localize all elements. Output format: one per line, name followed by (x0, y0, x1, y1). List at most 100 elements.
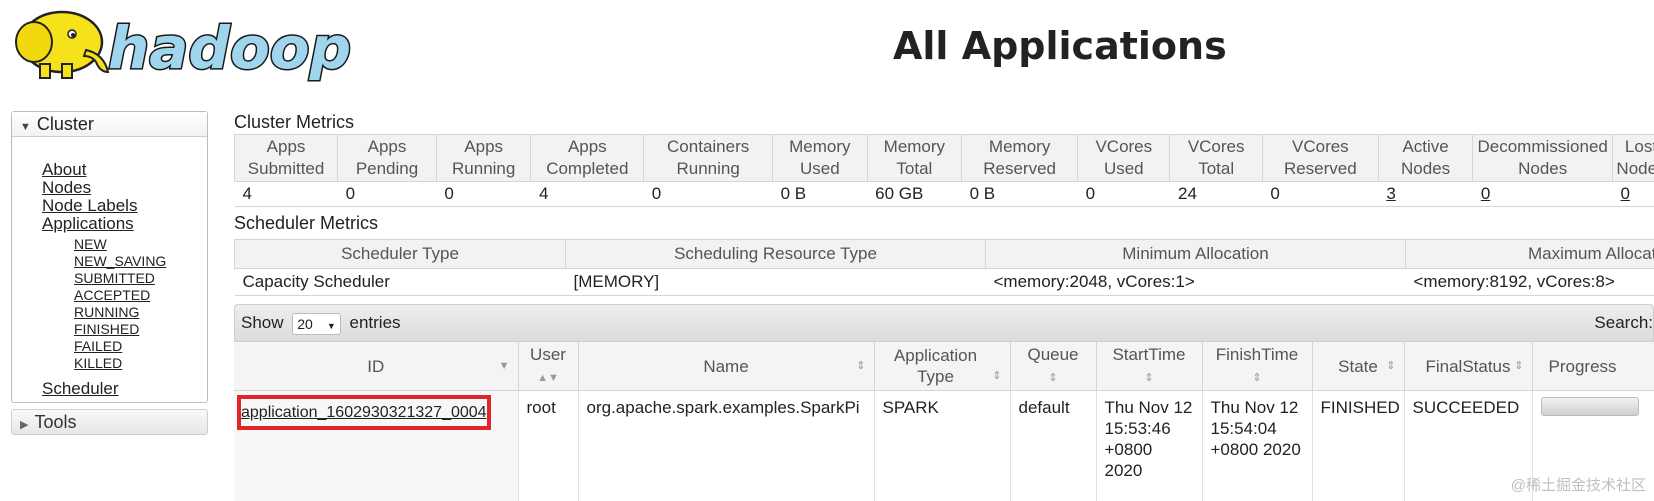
th-queue-label: Queue (1027, 345, 1078, 364)
th-user-label: User (530, 345, 566, 364)
td-vcores-total: 24 (1170, 182, 1262, 207)
th-name-label: Name (703, 357, 748, 376)
th-minimum-allocation: Minimum Allocation (986, 240, 1406, 269)
td-scheduling-resource-type: [MEMORY] (566, 269, 986, 296)
sidebar-state-failed[interactable]: FAILED (74, 338, 122, 355)
th-id[interactable]: ID ▼ (234, 342, 518, 391)
cluster-metrics-title: Cluster Metrics (234, 110, 1654, 134)
td-user: root (518, 391, 578, 501)
th-decommissioned-nodes: Decommissioned Nodes (1473, 135, 1613, 182)
sidebar: ▼Cluster About Nodes Node Labels Applica… (11, 111, 208, 435)
th-apps-running: Apps Running (436, 135, 531, 182)
th-id-label: ID (367, 357, 384, 376)
decommissioned-nodes-link[interactable]: 0 (1481, 184, 1490, 203)
th-apps-submitted: Apps Submitted (235, 135, 338, 182)
sidebar-state-running[interactable]: RUNNING (74, 304, 139, 321)
elephant-icon (16, 12, 108, 78)
th-name[interactable]: Name ⇕ (578, 342, 874, 391)
th-memory-total: Memory Total (867, 135, 962, 182)
tools-panel-header[interactable]: ▶Tools (11, 409, 208, 435)
th-starttime[interactable]: StartTime⇕ (1096, 342, 1202, 391)
applications-header-row: ID ▼ User▲▼ Name ⇕ Application Type⇕ Queue… (234, 342, 1654, 391)
triangle-right-icon: ▶ (20, 413, 28, 437)
sidebar-link-node-labels[interactable]: Node Labels (42, 196, 137, 215)
cluster-metrics-value-row: 4 0 0 4 0 0 B 60 GB 0 B 0 24 0 3 0 0 (235, 182, 1654, 207)
applications-table: ID ▼ User▲▼ Name ⇕ Application Type⇕ Queue… (234, 342, 1654, 501)
sort-icon: ⇕ (1514, 361, 1523, 371)
sort-icon: ⇕ (992, 371, 1001, 381)
logo-text: hadoop (108, 14, 351, 82)
sort-icon: ⇕ (1252, 372, 1261, 384)
td-lost-nodes: 0 (1612, 182, 1654, 207)
sort-icon: ⇕ (1048, 372, 1057, 384)
page-title: All Applications (893, 24, 1227, 68)
td-state: FINISHED (1312, 391, 1404, 501)
sort-icon: ⇕ (856, 361, 865, 371)
cluster-panel-header[interactable]: ▼Cluster (12, 112, 207, 137)
sidebar-link-applications[interactable]: Applications (42, 214, 134, 233)
th-progress[interactable]: Progress (1532, 342, 1654, 391)
th-maximum-allocation: Maximum Allocation (1406, 240, 1654, 269)
application-id-link[interactable]: application_1602930321327_0004 (237, 395, 491, 430)
td-decommissioned-nodes: 0 (1473, 182, 1613, 207)
th-vcores-reserved: VCores Reserved (1262, 135, 1378, 182)
th-containers-running: Containers Running (644, 135, 773, 182)
th-vcores-used: VCores Used (1078, 135, 1170, 182)
th-state-label: State (1338, 357, 1378, 376)
td-name: org.apache.spark.examples.SparkPi (578, 391, 874, 501)
main-content: Cluster Metrics Apps Submitted Apps Pend… (234, 110, 1654, 501)
sidebar-state-finished[interactable]: FINISHED (74, 321, 139, 338)
sort-desc-icon: ▼ (499, 361, 510, 371)
th-starttime-label: StartTime (1112, 345, 1185, 364)
sidebar-link-nodes[interactable]: Nodes (42, 178, 91, 197)
th-apps-pending: Apps Pending (338, 135, 437, 182)
th-finishtime[interactable]: FinishTime⇕ (1202, 342, 1312, 391)
td-id: application_1602930321327_0004 (234, 391, 518, 501)
td-apps-running: 0 (436, 182, 531, 207)
sidebar-state-killed[interactable]: KILLED (74, 355, 122, 372)
lost-nodes-link[interactable]: 0 (1620, 184, 1629, 203)
sidebar-link-about[interactable]: About (42, 160, 86, 179)
th-scheduler-type: Scheduler Type (235, 240, 566, 269)
sidebar-state-new[interactable]: NEW (74, 236, 107, 253)
scheduler-metrics-table: Scheduler Type Scheduling Resource Type … (234, 239, 1654, 296)
th-user[interactable]: User▲▼ (518, 342, 578, 391)
th-state[interactable]: State ⇕ (1312, 342, 1404, 391)
td-finishtime: Thu Nov 12 15:54:04 +0800 2020 (1202, 391, 1312, 501)
hadoop-logo: hadoop (10, 6, 355, 86)
sidebar-state-submitted[interactable]: SUBMITTED (74, 270, 155, 287)
td-apps-completed: 4 (531, 182, 644, 207)
th-lost-nodes: Lost Nodes (1612, 135, 1654, 182)
sidebar-state-accepted[interactable]: ACCEPTED (74, 287, 150, 304)
td-apps-pending: 0 (338, 182, 437, 207)
th-queue[interactable]: Queue ⇕ (1010, 342, 1096, 391)
th-apps-completed: Apps Completed (531, 135, 644, 182)
th-finalstatus-label: FinalStatus (1425, 357, 1510, 376)
sort-icon: ⇕ (1386, 361, 1395, 371)
td-queue: default (1010, 391, 1096, 501)
cluster-metrics-header-row: Apps Submitted Apps Pending Apps Running… (235, 135, 1654, 182)
th-application-type[interactable]: Application Type⇕ (874, 342, 1010, 391)
sidebar-link-scheduler[interactable]: Scheduler (42, 379, 119, 398)
entries-label: entries (350, 313, 401, 332)
cluster-panel: ▼Cluster About Nodes Node Labels Applica… (11, 111, 208, 403)
th-memory-used: Memory Used (773, 135, 868, 182)
th-finalstatus[interactable]: FinalStatus ⇕ (1404, 342, 1532, 391)
sidebar-state-new-saving[interactable]: NEW_SAVING (74, 253, 166, 270)
triangle-down-icon: ▼ (20, 115, 31, 139)
cluster-links: About Nodes Node Labels Applications NEW… (12, 137, 207, 402)
td-memory-total: 60 GB (867, 182, 962, 207)
scheduler-value-row: Capacity Scheduler [MEMORY] <memory:2048… (235, 269, 1654, 296)
page-size-select[interactable]: 20▼ (292, 313, 341, 335)
page-size-value: 20 (297, 316, 313, 332)
search-label: Search: (1594, 305, 1653, 341)
th-active-nodes: Active Nodes (1378, 135, 1473, 182)
td-application-type: SPARK (874, 391, 1010, 501)
td-vcores-used: 0 (1078, 182, 1170, 207)
active-nodes-link[interactable]: 3 (1386, 184, 1395, 203)
td-scheduler-type: Capacity Scheduler (235, 269, 566, 296)
td-apps-submitted: 4 (235, 182, 338, 207)
show-label: Show (241, 313, 284, 332)
scheduler-header-row: Scheduler Type Scheduling Resource Type … (235, 240, 1654, 269)
th-memory-reserved: Memory Reserved (962, 135, 1078, 182)
